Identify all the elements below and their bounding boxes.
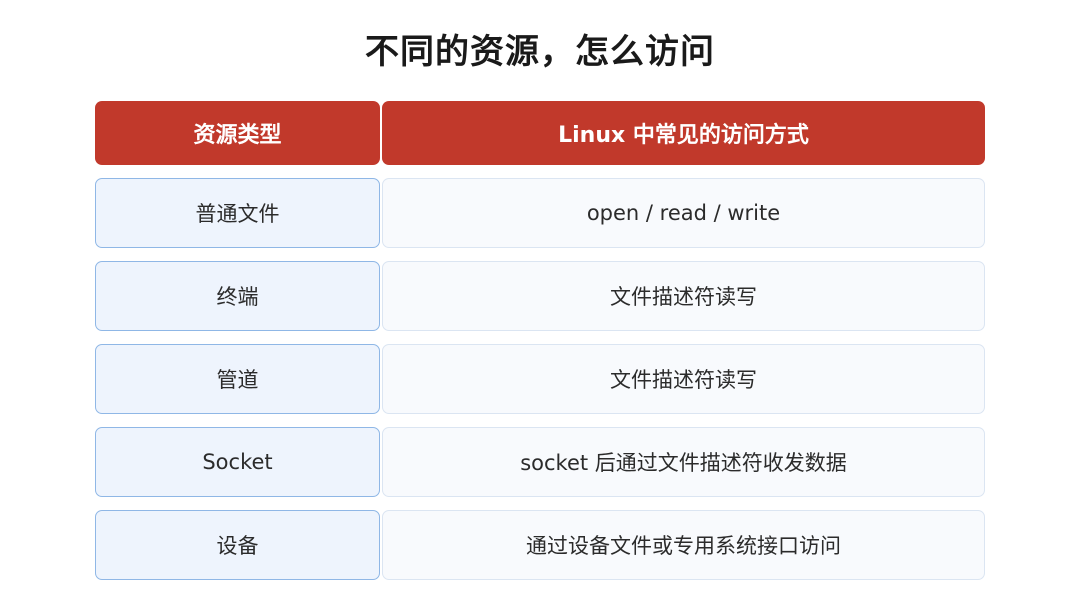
resource-type-cell: Socket <box>95 427 380 497</box>
resource-type-cell: 设备 <box>95 510 380 580</box>
access-method-cell: socket 后通过文件描述符收发数据 <box>382 427 985 497</box>
resource-type-cell: 终端 <box>95 261 380 331</box>
resource-access-table: 资源类型 Linux 中常见的访问方式 普通文件 open / read / w… <box>95 101 985 593</box>
table-row: 普通文件 open / read / write <box>95 178 985 248</box>
resource-type-cell: 管道 <box>95 344 380 414</box>
header-resource-type: 资源类型 <box>95 101 380 165</box>
table-row: Socket socket 后通过文件描述符收发数据 <box>95 427 985 497</box>
access-method-cell: 通过设备文件或专用系统接口访问 <box>382 510 985 580</box>
resource-type-cell: 普通文件 <box>95 178 380 248</box>
header-access-method: Linux 中常见的访问方式 <box>382 101 985 165</box>
table-row: 管道 文件描述符读写 <box>95 344 985 414</box>
access-method-cell: open / read / write <box>382 178 985 248</box>
table-row: 终端 文件描述符读写 <box>95 261 985 331</box>
page-title: 不同的资源，怎么访问 <box>365 32 715 72</box>
access-method-cell: 文件描述符读写 <box>382 344 985 414</box>
table-row: 设备 通过设备文件或专用系统接口访问 <box>95 510 985 580</box>
table-header-row: 资源类型 Linux 中常见的访问方式 <box>95 101 985 165</box>
access-method-cell: 文件描述符读写 <box>382 261 985 331</box>
